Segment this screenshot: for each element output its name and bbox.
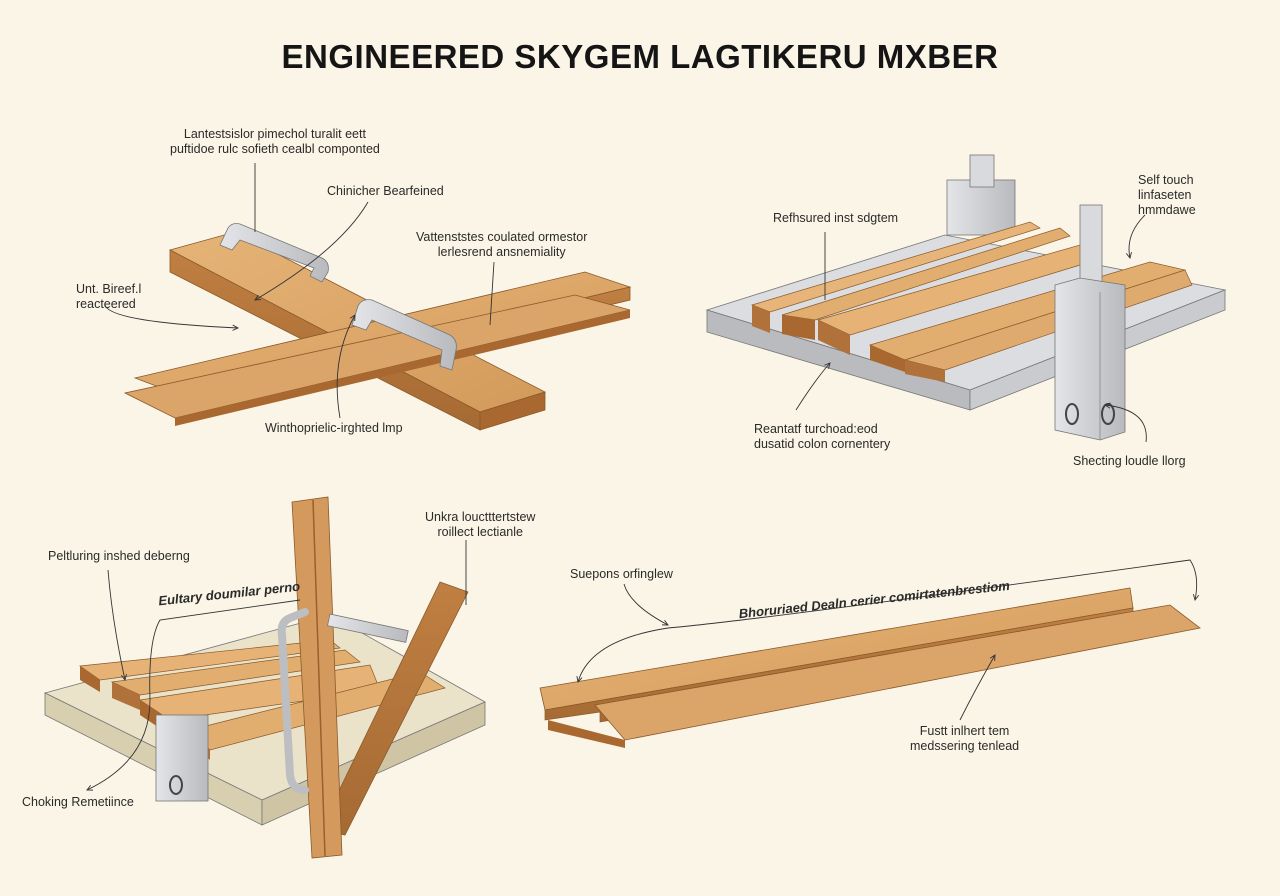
cross-board — [123, 271, 632, 426]
panel-top-right-illustration — [705, 154, 1227, 441]
label-fustt: Fustt inlhert tem medssering tenlead — [910, 724, 1020, 753]
label-chinicher: Chinicher Bearfeined — [327, 184, 444, 198]
vertical-post — [291, 496, 343, 859]
diagonal-brace — [319, 581, 469, 836]
label-reantatf: Reantatf turchoad:eod dusatid colon corn… — [754, 422, 891, 451]
label-self-touch: Self touch linfaseten hmmdawe — [1138, 173, 1196, 217]
post-back — [946, 154, 1016, 236]
panel-bottom-right-illustration — [539, 587, 1201, 748]
label-choking: Choking Remetiince — [22, 795, 134, 809]
metal-clamp — [155, 714, 209, 802]
label-bracket-note: Lantestsislor pimechol turalit eett puft… — [170, 127, 380, 156]
leader-lines — [87, 163, 1197, 790]
metal-handle — [277, 608, 409, 794]
label-unkra: Unkra louctttertstew roillect lectianle — [425, 510, 536, 539]
label-refhsured-system: Refhsured inst sdgtem — [773, 211, 899, 225]
panel-top-left-illustration — [123, 223, 632, 431]
diagram-title: ENGINEERED SKYGEM LAGTIKERU MXBER — [281, 38, 999, 75]
label-lighted-lamp: Winthoprielic-irghted lmp — [265, 421, 403, 435]
label-coulated-connector: Vattenststes coulated ormestor lerlesren… — [416, 230, 588, 259]
label-suepons: Suepons orfinglew — [570, 567, 673, 581]
panel-bottom-left-illustration — [43, 496, 486, 859]
label-peltluring: Peltluring inshed deberng — [48, 549, 190, 563]
label-reacteered: Unt. Bireef.l reacteered — [76, 282, 142, 311]
post-front — [1054, 204, 1126, 441]
label-shecting: Shecting loudle llorg — [1073, 454, 1186, 468]
metal-bracket-right — [351, 299, 457, 371]
metal-bracket-left — [219, 223, 329, 283]
